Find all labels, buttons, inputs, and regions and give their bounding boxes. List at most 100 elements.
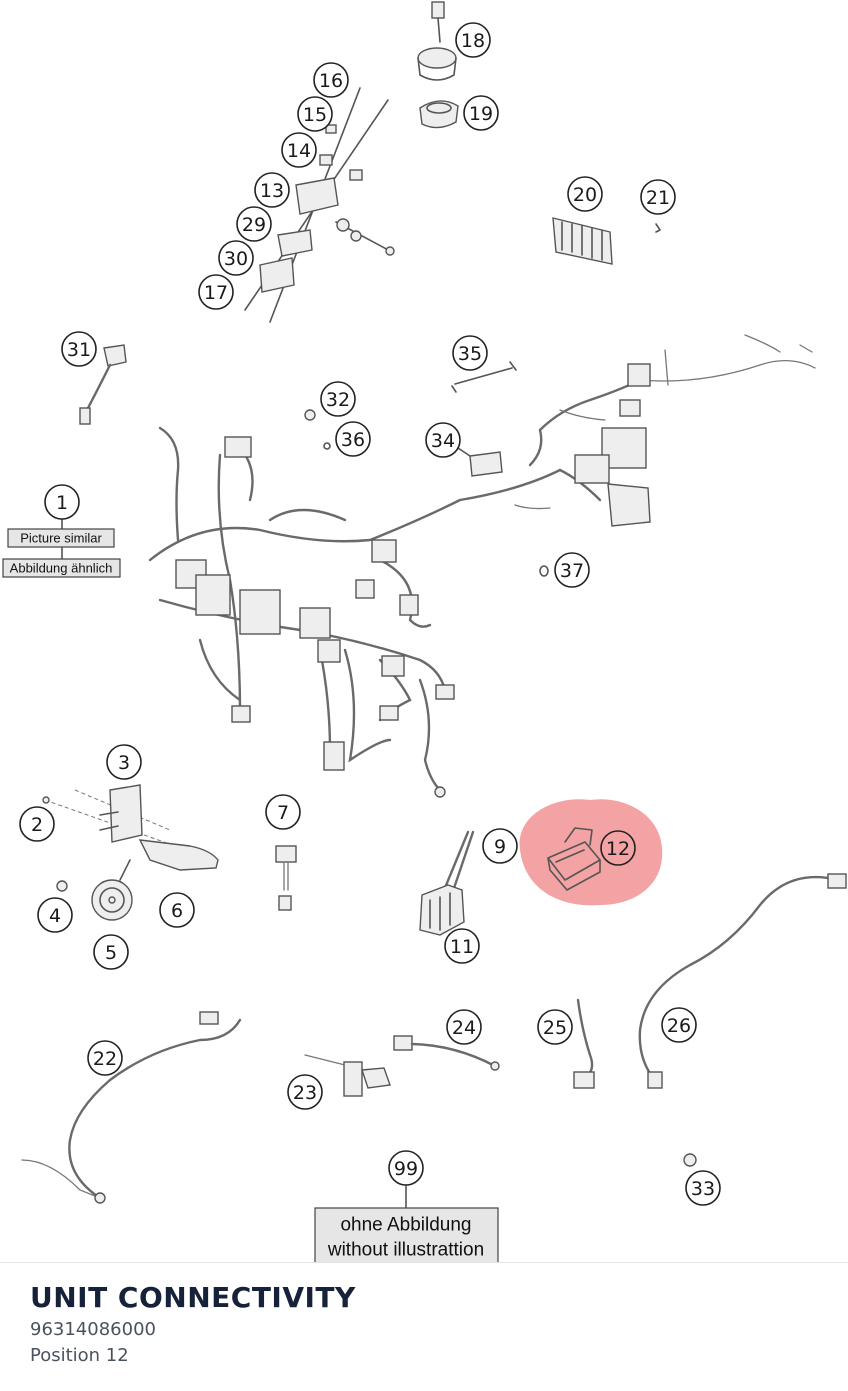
callout-31[interactable]: 31 <box>61 331 97 367</box>
callout-circle-34 <box>425 422 461 458</box>
callout-13[interactable]: 13 <box>254 172 290 208</box>
callout-circle-18 <box>455 22 491 58</box>
callout-99[interactable]: 99 <box>388 1150 424 1186</box>
callout-23[interactable]: 23 <box>287 1074 323 1110</box>
callout-number-35: 35 <box>458 343 482 365</box>
callout-12[interactable]: 12 <box>600 830 636 866</box>
callout-circle-3 <box>106 744 142 780</box>
callout-number-21: 21 <box>646 187 670 209</box>
callout-33[interactable]: 33 <box>685 1170 721 1206</box>
callout-21[interactable]: 21 <box>640 179 676 215</box>
callout-25[interactable]: 25 <box>537 1009 573 1045</box>
part-32-shape <box>304 409 316 421</box>
callout-circle-26 <box>661 1007 697 1043</box>
callout-30[interactable]: 30 <box>218 240 254 276</box>
callout-circle-9 <box>482 828 518 864</box>
callout-circle-37 <box>554 552 590 588</box>
callout-9[interactable]: 9 <box>482 828 518 864</box>
highlight-part-12[interactable] <box>519 799 663 906</box>
callout-circle-13 <box>254 172 290 208</box>
note-without-illustration-text: without illustrattion <box>327 1240 484 1261</box>
callout-18[interactable]: 18 <box>455 22 491 58</box>
callout-circle-4 <box>37 897 73 933</box>
callout-1[interactable]: 1 <box>44 484 80 520</box>
callout-3[interactable]: 3 <box>106 744 142 780</box>
callout-4[interactable]: 4 <box>37 897 73 933</box>
callout-number-20: 20 <box>573 184 597 206</box>
callout-circle-19 <box>463 95 499 131</box>
callout-34[interactable]: 34 <box>425 422 461 458</box>
callout-16[interactable]: 16 <box>313 62 349 98</box>
callout-circle-12 <box>600 830 636 866</box>
callout-number-16: 16 <box>319 70 343 92</box>
callout-5[interactable]: 5 <box>93 934 129 970</box>
part-26-shape <box>638 873 847 1089</box>
callout-circle-23 <box>287 1074 323 1110</box>
callout-circle-16 <box>313 62 349 98</box>
callout-26[interactable]: 26 <box>661 1007 697 1043</box>
callout-circle-35 <box>452 335 488 371</box>
part-31-shape <box>79 344 127 425</box>
part-37-shape <box>539 565 549 577</box>
callout-circle-21 <box>640 179 676 215</box>
callout-17[interactable]: 17 <box>198 274 234 310</box>
callout-circle-11 <box>444 928 480 964</box>
part-1-harness <box>148 334 816 798</box>
part-33-shape <box>683 1153 697 1167</box>
callout-number-33: 33 <box>691 1178 715 1200</box>
callout-number-23: 23 <box>293 1082 317 1104</box>
note-ohne-abbildung-text: ohne Abbildung <box>340 1215 471 1236</box>
callout-circle-15 <box>297 96 333 132</box>
callout-circle-25 <box>537 1009 573 1045</box>
callout-35[interactable]: 35 <box>452 335 488 371</box>
callout-circle-7 <box>265 794 301 830</box>
part-21-shape <box>655 223 661 233</box>
part-number: 96314086000 <box>30 1319 156 1340</box>
callout-number-99: 99 <box>394 1158 418 1180</box>
callout-number-11: 11 <box>450 936 474 958</box>
callout-32[interactable]: 32 <box>320 381 356 417</box>
callout-number-31: 31 <box>67 339 91 361</box>
callout-24[interactable]: 24 <box>446 1009 482 1045</box>
callout-number-24: 24 <box>452 1017 476 1039</box>
parts-bolts-group <box>244 87 395 323</box>
callout-number-4: 4 <box>49 905 61 927</box>
callout-11[interactable]: 11 <box>444 928 480 964</box>
callout-circle-20 <box>567 176 603 212</box>
callout-20[interactable]: 20 <box>567 176 603 212</box>
note-without-illustration: ohne Abbildung without illustrattion <box>314 1207 499 1262</box>
callout-number-13: 13 <box>260 180 284 202</box>
callout-circle-30 <box>218 240 254 276</box>
callout-22[interactable]: 22 <box>87 1040 123 1076</box>
callout-36[interactable]: 36 <box>335 421 371 457</box>
note-picture-similar: Picture similar <box>7 528 115 548</box>
callout-number-34: 34 <box>431 430 455 452</box>
part-12-shape[interactable] <box>547 827 601 891</box>
note-abbildung-aehnlich-text: Abbildung ähnlich <box>10 561 113 576</box>
part-34-shape <box>457 447 503 477</box>
callout-37[interactable]: 37 <box>554 552 590 588</box>
callout-circle-36 <box>335 421 371 457</box>
callout-circle-29 <box>236 206 272 242</box>
callout-7[interactable]: 7 <box>265 794 301 830</box>
callout-number-25: 25 <box>543 1017 567 1039</box>
parts-horn-bracket-group <box>42 784 219 921</box>
callout-2[interactable]: 2 <box>19 806 55 842</box>
callout-19[interactable]: 19 <box>463 95 499 131</box>
callout-number-26: 26 <box>667 1015 691 1037</box>
callout-15[interactable]: 15 <box>297 96 333 132</box>
callout-number-9: 9 <box>494 836 506 858</box>
callout-6[interactable]: 6 <box>159 892 195 928</box>
part-22-shape <box>21 1011 242 1204</box>
callout-14[interactable]: 14 <box>281 132 317 168</box>
part-36-shape <box>323 442 331 450</box>
callout-circle-99 <box>388 1150 424 1186</box>
callout-number-32: 32 <box>326 389 350 411</box>
part-24-shape <box>393 1035 500 1071</box>
part-position: Position 12 <box>30 1345 129 1366</box>
callout-29[interactable]: 29 <box>236 206 272 242</box>
callout-number-30: 30 <box>224 248 248 270</box>
part-name: UNIT CONNECTIVITY <box>30 1281 356 1314</box>
callout-circle-24 <box>446 1009 482 1045</box>
